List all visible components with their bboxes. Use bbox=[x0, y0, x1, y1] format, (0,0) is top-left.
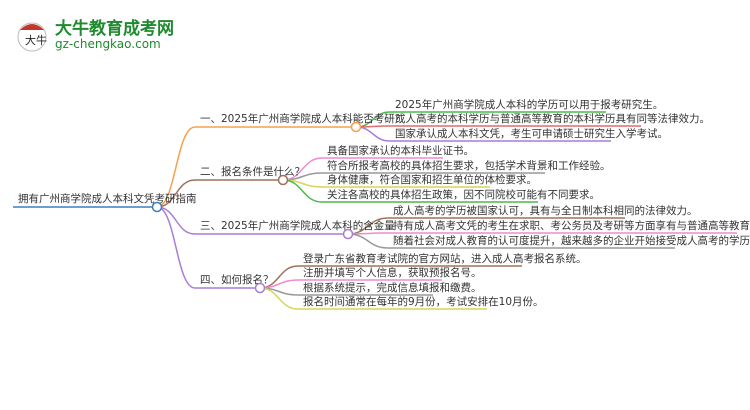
root-node-label: 拥有广州商学院成人本科文凭考研指南 bbox=[18, 192, 197, 205]
branch-label: 三、2025年广州商学院成人本科的含金量 bbox=[200, 219, 395, 232]
leaf-connector bbox=[347, 233, 389, 249]
branch-collapse-toggle[interactable] bbox=[254, 282, 266, 294]
branch-collapse-toggle[interactable] bbox=[350, 121, 362, 133]
branch-label: 一、2025年广州商学院成人本科能否考研？ bbox=[200, 112, 405, 125]
branch-collapse-toggle[interactable] bbox=[277, 174, 289, 186]
branch-connector bbox=[156, 206, 196, 235]
leaf-label: 登录广东省教育考试院的官方网站，进入成人高考报名系统。 bbox=[303, 252, 587, 265]
branch-connector bbox=[156, 206, 196, 289]
logo: 大牛 大牛教育成考网 gz-chengkao.com bbox=[17, 18, 174, 52]
logo-brand: 大牛教育成考网 bbox=[55, 18, 174, 39]
leaf-label: 符合所报考高校的具体招生要求，包括学术背景和工作经验。 bbox=[327, 159, 611, 172]
branch-connector bbox=[156, 126, 196, 208]
leaf-label: 关注各高校的具体招生政策，因不同院校可能有不同要求。 bbox=[327, 188, 600, 201]
leaf-label: 国家承认成人本科文凭，考生可申请硕士研究生入学考试。 bbox=[395, 127, 668, 140]
leaf-label: 持有成人高考文凭的考生在求职、考公务员及考研等方面享有与普通高等教育毕业生相同的… bbox=[393, 219, 750, 232]
leaf-label: 报名时间通常在每年的9月份，考试安排在10月份。 bbox=[303, 295, 544, 308]
leaf-label: 根据系统提示，完成信息填报和缴费。 bbox=[303, 281, 482, 294]
branch-collapse-toggle[interactable] bbox=[342, 228, 354, 240]
branch-label: 二、报名条件是什么？ bbox=[200, 165, 305, 178]
leaf-label: 注册并填写个人信息，获取预报名号。 bbox=[303, 266, 482, 279]
leaf-label: 具备国家承认的本科毕业证书。 bbox=[327, 144, 474, 157]
logo-mark-text: 大牛 bbox=[25, 33, 47, 47]
logo-domain: gz-chengkao.com bbox=[55, 37, 161, 51]
leaf-label: 成人高考的学历被国家认可，具有与全日制本科相同的法律效力。 bbox=[393, 204, 698, 217]
leaf-label: 身体健康，符合国家和招生单位的体检要求。 bbox=[327, 173, 537, 186]
logo-mark-arc bbox=[20, 24, 44, 30]
leaf-label: 成人高考的本科学历与普通高等教育的本科学历具有同等法律效力。 bbox=[395, 112, 710, 125]
leaf-connector bbox=[355, 126, 391, 142]
leaf-label: 2025年广州商学院成人本科的学历可以用于报考研究生。 bbox=[395, 98, 663, 111]
root-collapse-toggle[interactable] bbox=[151, 201, 163, 213]
leaf-label: 随着社会对成人教育的认可度提升，越来越多的企业开始接受成人高考的学历。 bbox=[393, 234, 750, 247]
branch-label: 四、如何报名？ bbox=[200, 273, 274, 286]
